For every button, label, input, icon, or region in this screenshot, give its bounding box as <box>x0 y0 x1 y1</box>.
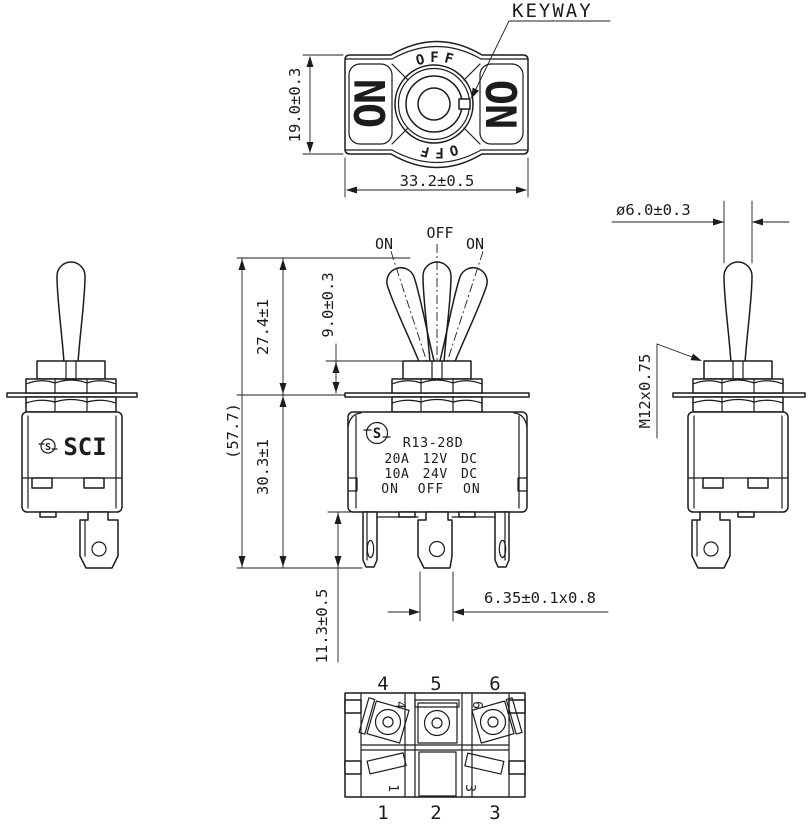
brand-logo-letter: S <box>45 442 51 453</box>
terminal-side <box>79 511 119 569</box>
switch-body <box>347 411 528 518</box>
switch-body-side <box>21 411 123 518</box>
lever-hole <box>417 87 451 121</box>
blade-terminal-2 <box>418 751 457 797</box>
mounting-tab <box>508 699 526 714</box>
front-pos-center: OFF <box>426 224 453 242</box>
mounting-tab <box>344 699 362 714</box>
bottom-view: 4 5 6 1 2 3 4 6 1 3 <box>344 673 526 824</box>
keyway-label: KEYWAY <box>512 0 593 22</box>
svg-text:11.3±0.5: 11.3±0.5 <box>313 589 331 664</box>
faceplate-outline <box>344 40 529 169</box>
body-label: S R13-28D 20A 12V DC 10A 24V DC ON OFF O… <box>363 421 480 497</box>
faceplate-edge-lines <box>344 58 529 151</box>
cell-dividers-horizontal <box>360 744 510 751</box>
terminal-number-4: 4 <box>377 673 388 695</box>
dim-faceplate-width: 33.2±0.5 <box>344 157 529 198</box>
terminal-center <box>417 511 453 569</box>
keyway-callout: KEYWAY <box>467 0 611 101</box>
mounting-tab <box>344 760 362 775</box>
left-side-view: S SCI <box>6 261 138 569</box>
bushing-circle <box>405 75 463 133</box>
svg-text:33.2±0.5: 33.2±0.5 <box>400 172 475 190</box>
brand-logo-letter: S <box>373 426 381 442</box>
svg-text:ø6.0±0.3: ø6.0±0.3 <box>616 201 691 219</box>
molded-number-3: 3 <box>462 784 477 792</box>
screw-terminal-5 <box>414 699 460 744</box>
dim-lever-diameter: ø6.0±0.3 <box>611 200 790 264</box>
bushing-nuts <box>25 360 117 413</box>
dim-terminal-length: 11.3±0.5 <box>313 511 362 664</box>
screw-terminal-4 <box>358 697 410 744</box>
bezel-circle-outer <box>394 64 474 144</box>
terminal-number-6: 6 <box>489 673 500 695</box>
toggle-lever-side <box>56 261 86 364</box>
svg-text:6.35±0.1x0.8: 6.35±0.1x0.8 <box>484 589 596 607</box>
front-view: (57.7) 27.4±1 30.3±1 9.0±0.3 ON OFF ON <box>224 224 609 664</box>
svg-text:M12x0.75: M12x0.75 <box>636 354 654 429</box>
mounting-tab <box>508 760 526 775</box>
keyway-notch <box>458 98 471 110</box>
faceplate-right-panel <box>479 63 524 145</box>
rating-line-2: 10A 24V DC <box>384 467 477 482</box>
toggle-lever-side <box>723 261 753 364</box>
top-view-on-right: ON <box>476 80 525 129</box>
front-pos-right: ON <box>466 235 484 253</box>
bushing-nuts <box>692 360 784 413</box>
screw-terminal-6 <box>471 697 523 744</box>
brand-logo-bars <box>38 443 58 450</box>
faceplate-inner-arcs <box>391 45 482 164</box>
terminal-right <box>494 511 510 568</box>
thread-spec-callout: M12x0.75 <box>636 343 704 439</box>
brand-logo-icon <box>40 438 56 454</box>
brand-logo-icon <box>365 421 389 445</box>
faceplate-diagonals <box>391 63 481 145</box>
molded-number-6: 6 <box>469 701 484 709</box>
bushing-nuts <box>391 360 483 413</box>
molded-number-4: 4 <box>392 701 407 709</box>
top-view: OFF OFF ON ON 19.0±0.3 33.2±0.5 KEYWAY <box>286 0 611 198</box>
dim-lever-height: 27.4±1 <box>254 299 272 355</box>
dim-bushing-height: 9.0±0.3 <box>319 272 337 337</box>
front-pos-left: ON <box>375 235 393 253</box>
terminal-side <box>691 511 731 569</box>
terminal-number-5: 5 <box>430 673 441 695</box>
rating-line-1: 20A 12V DC <box>384 452 477 467</box>
right-side-view: ø6.0±0.3 M12x0.75 <box>611 200 806 569</box>
terminal-number-1: 1 <box>377 802 388 824</box>
dim-faceplate-height: 19.0±0.3 <box>286 54 344 155</box>
brand-logo-bars <box>363 429 391 438</box>
blade-terminal-1 <box>366 752 407 775</box>
top-view-off-top: OFF <box>414 50 460 69</box>
faceplate-left-panel <box>348 63 393 145</box>
terminal-number-2: 2 <box>430 802 441 824</box>
brand-label-side: S SCI <box>38 433 107 461</box>
dim-overall: (57.7) <box>224 403 242 459</box>
terminal-left <box>362 511 378 568</box>
dim-terminal-blade: 6.35±0.1x0.8 <box>387 571 609 622</box>
dim-body-height: 30.3±1 <box>254 439 272 495</box>
svg-text:19.0±0.3: 19.0±0.3 <box>286 68 304 143</box>
terminal-number-3: 3 <box>489 802 500 824</box>
molded-number-1: 1 <box>385 784 400 792</box>
blade-terminal-3 <box>464 752 505 775</box>
model-number: R13-28D <box>403 435 463 451</box>
top-view-on-left: ON <box>346 80 395 129</box>
positions-line: ON OFF ON <box>381 482 480 497</box>
brand-name: SCI <box>63 433 106 461</box>
front-dimensions: (57.7) 27.4±1 30.3±1 9.0±0.3 <box>224 257 411 569</box>
switch-body-side <box>687 411 789 518</box>
